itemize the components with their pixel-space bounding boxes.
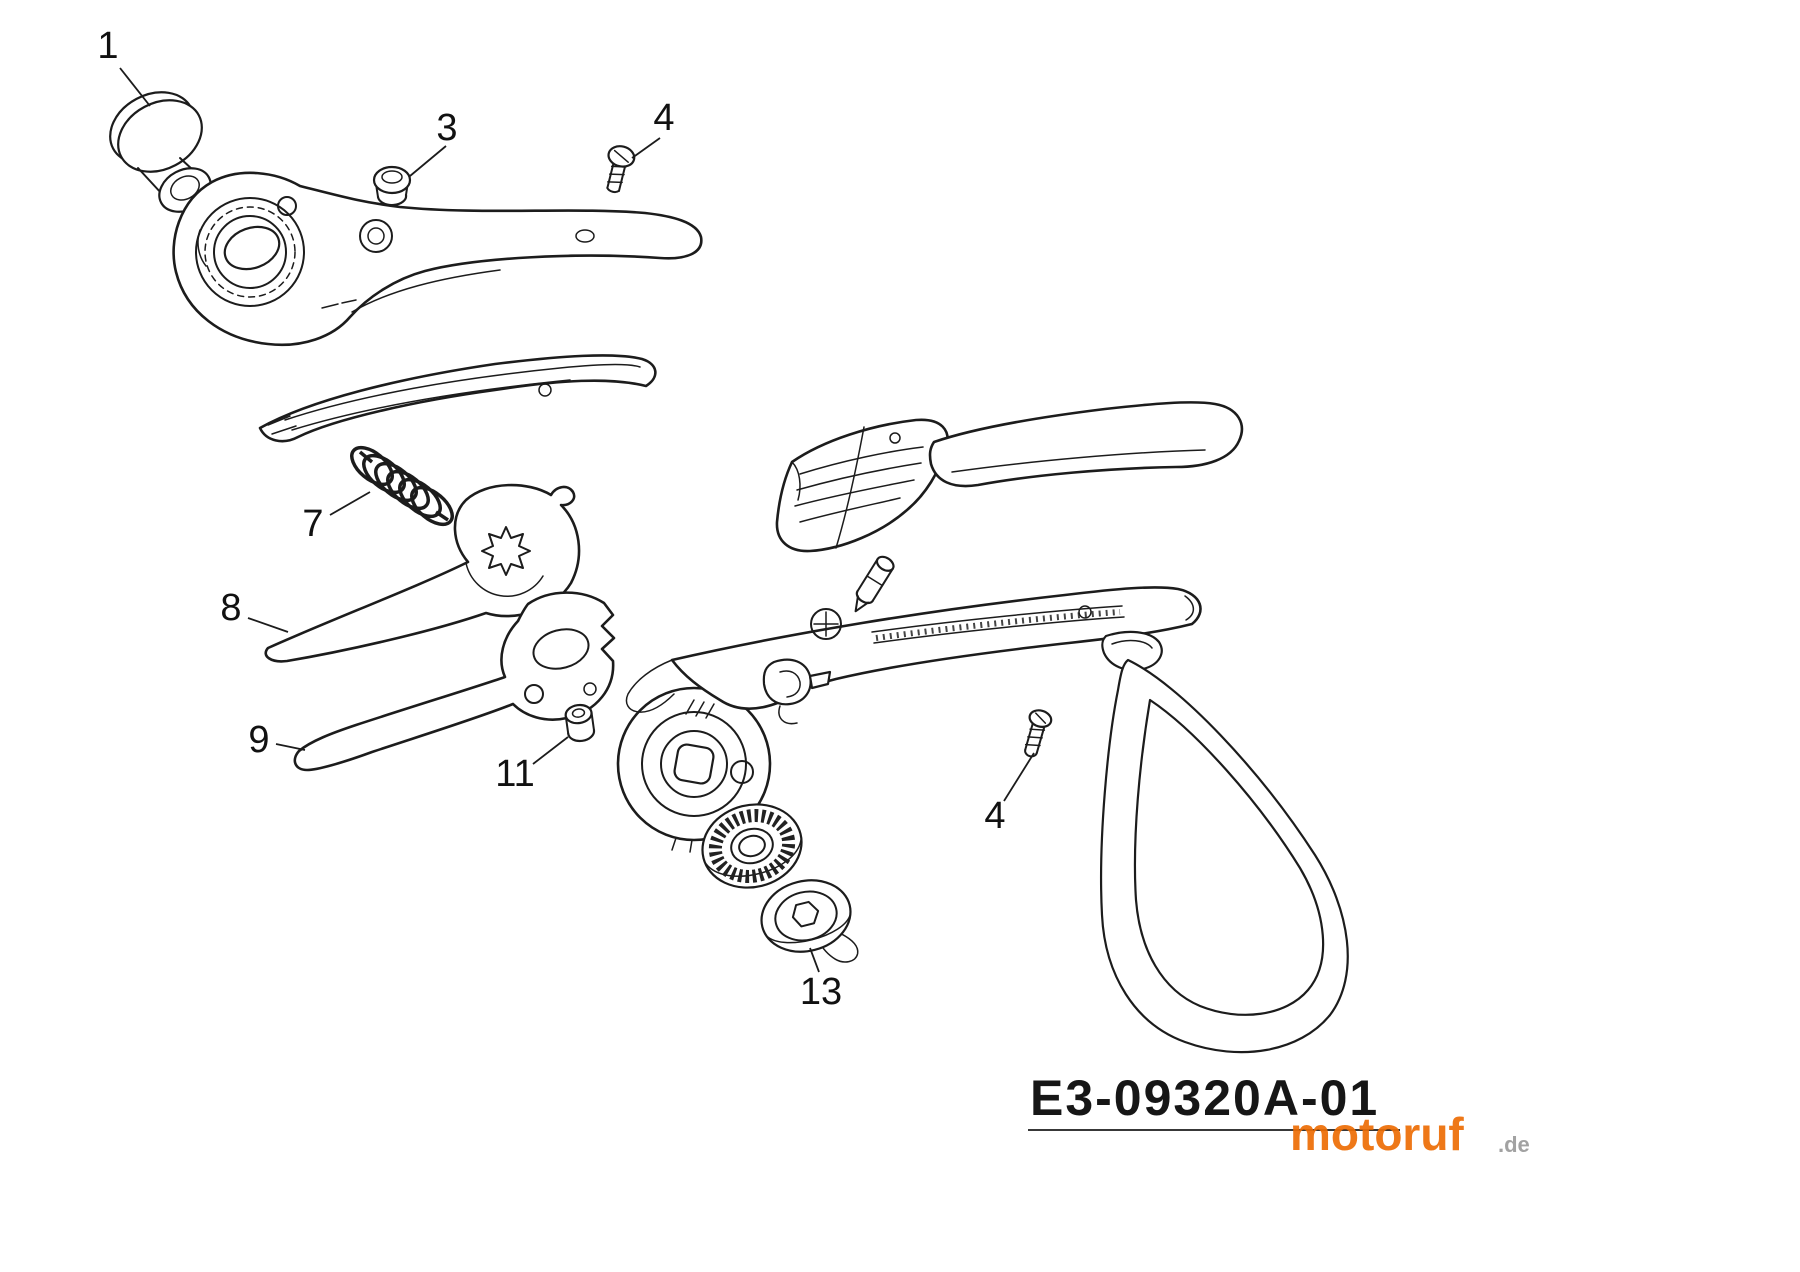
watermark-suffix: .de [1498, 1132, 1530, 1157]
dowel-pin-drawing [854, 555, 895, 613]
lower-handle-drawing [616, 586, 1202, 853]
leader-line-13 [809, 947, 820, 973]
cap-plug-drawing [372, 165, 412, 207]
part-label-3: 3 [436, 107, 457, 149]
part-label-4a: 4 [653, 97, 674, 139]
pin-drawing [564, 703, 596, 743]
leader-line-7 [329, 491, 371, 516]
leader-lines [119, 67, 1035, 973]
upper-handle-shell-drawing [172, 171, 703, 347]
leader-line-1 [119, 67, 151, 107]
screw-bottom-drawing [1024, 709, 1053, 758]
spring-drawing [350, 445, 454, 527]
leader-line-4b [1003, 752, 1035, 802]
pivot-bolt-drawing [109, 91, 212, 213]
diagram-code: E3-09320A-01 [1030, 1070, 1379, 1126]
leader-line-9 [275, 743, 306, 751]
screw-top-drawing [606, 145, 636, 194]
grip-insert-drawing [258, 354, 657, 443]
part-label-7: 7 [302, 503, 323, 545]
leader-line-3 [409, 145, 447, 177]
part-label-11: 11 [495, 753, 534, 795]
part-label-4b: 4 [984, 795, 1005, 837]
right-handle-grip-drawing [928, 401, 1244, 488]
adjustment-bolt-drawing [760, 879, 859, 963]
leader-line-8 [247, 617, 289, 633]
cutting-blade-drawing [264, 483, 581, 663]
anvil-blade-drawing [293, 591, 616, 772]
leader-line-4a [631, 137, 661, 159]
lock-washer-drawing [701, 803, 803, 889]
handle-end-cap-drawing [775, 418, 949, 553]
wrist-strap-drawing [1100, 630, 1349, 1054]
part-label-8: 8 [220, 587, 241, 629]
watermark-brand: motoruf [1290, 1108, 1464, 1160]
part-labels: 1 3 4 7 8 9 11 4 13 [97, 25, 1005, 1013]
leader-line-11 [532, 736, 569, 765]
part-label-13: 13 [800, 971, 842, 1013]
part-label-9: 9 [248, 719, 269, 761]
part-label-1: 1 [97, 25, 118, 67]
